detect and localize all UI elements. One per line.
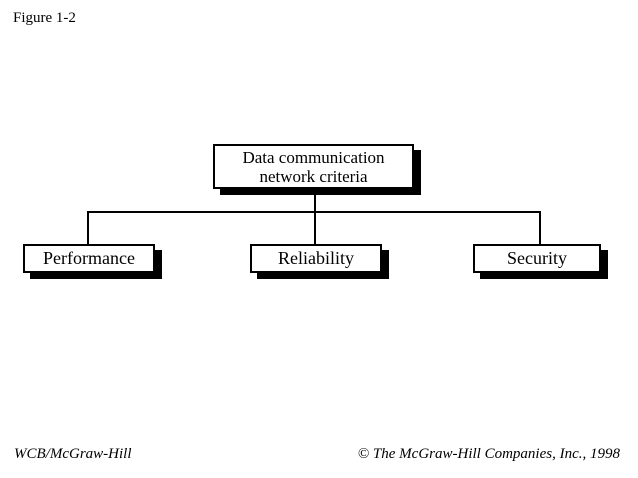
connector-horizontal (87, 211, 541, 213)
connector-root-drop (314, 189, 316, 244)
node-security-label: Security (507, 248, 567, 268)
connector-security-drop (539, 211, 541, 244)
node-reliability-label: Reliability (278, 248, 354, 268)
node-root: Data communication network criteria (213, 144, 414, 189)
figure-label: Figure 1-2 (13, 10, 76, 26)
footer-copyright: © The McGraw-Hill Companies, Inc., 1998 (357, 446, 620, 462)
node-security: Security (473, 244, 601, 273)
node-performance: Performance (23, 244, 155, 273)
node-performance-label: Performance (43, 248, 135, 268)
footer-publisher: WCB/McGraw-Hill (14, 446, 132, 462)
connector-performance-drop (87, 211, 89, 244)
node-reliability: Reliability (250, 244, 382, 273)
node-root-label: Data communication network criteria (242, 147, 385, 186)
